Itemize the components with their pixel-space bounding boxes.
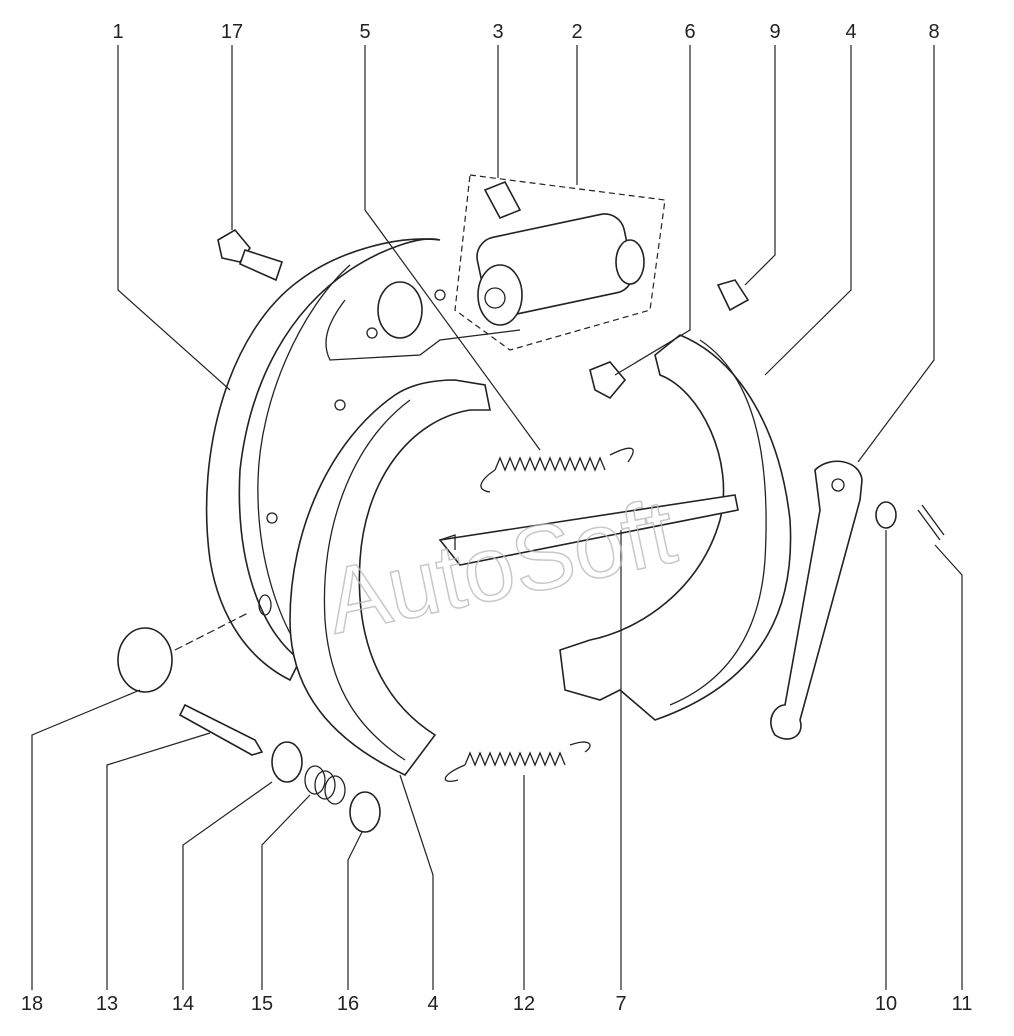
upper-return-spring xyxy=(480,447,634,493)
hold-down-pin xyxy=(178,703,264,756)
anchor-pin xyxy=(716,279,750,312)
callout-11: 11 xyxy=(952,993,973,1015)
hold-down-spring xyxy=(304,765,346,805)
spring-cap xyxy=(349,791,381,833)
callout-4-top: 4 xyxy=(845,21,856,43)
callout-3: 3 xyxy=(492,21,503,43)
strut xyxy=(438,494,739,566)
callout-9: 9 xyxy=(769,21,780,43)
left-brake-shoe xyxy=(289,379,491,776)
callout-1: 1 xyxy=(112,21,123,43)
backing-plate xyxy=(205,238,521,682)
callout-2: 2 xyxy=(571,21,582,43)
callout-18: 18 xyxy=(21,993,43,1015)
callout-17: 17 xyxy=(221,21,243,43)
plug-arrow xyxy=(174,611,251,651)
lower-return-spring xyxy=(444,741,591,782)
cup-washer xyxy=(271,741,303,783)
right-brake-shoe xyxy=(559,334,792,721)
plug xyxy=(117,627,173,693)
bolt xyxy=(217,228,284,282)
guide-clip xyxy=(589,361,627,400)
callout-8: 8 xyxy=(928,21,939,43)
callout-10: 10 xyxy=(875,993,897,1015)
callout-12: 12 xyxy=(513,993,535,1015)
cotter-pin xyxy=(917,504,945,541)
leader-lines xyxy=(31,45,963,990)
callout-5: 5 xyxy=(359,21,370,43)
callout-4-bottom: 4 xyxy=(427,993,438,1015)
callout-15: 15 xyxy=(251,993,273,1015)
callout-13: 13 xyxy=(96,993,118,1015)
wheel-cylinder xyxy=(476,213,645,326)
callout-7: 7 xyxy=(615,993,626,1015)
washer xyxy=(875,501,897,529)
callout-16: 16 xyxy=(337,993,359,1015)
callout-6: 6 xyxy=(684,21,695,43)
cylinder-group-box xyxy=(454,174,666,351)
callout-14: 14 xyxy=(172,993,194,1015)
bleed-screw xyxy=(483,180,522,220)
parking-lever xyxy=(770,460,863,740)
